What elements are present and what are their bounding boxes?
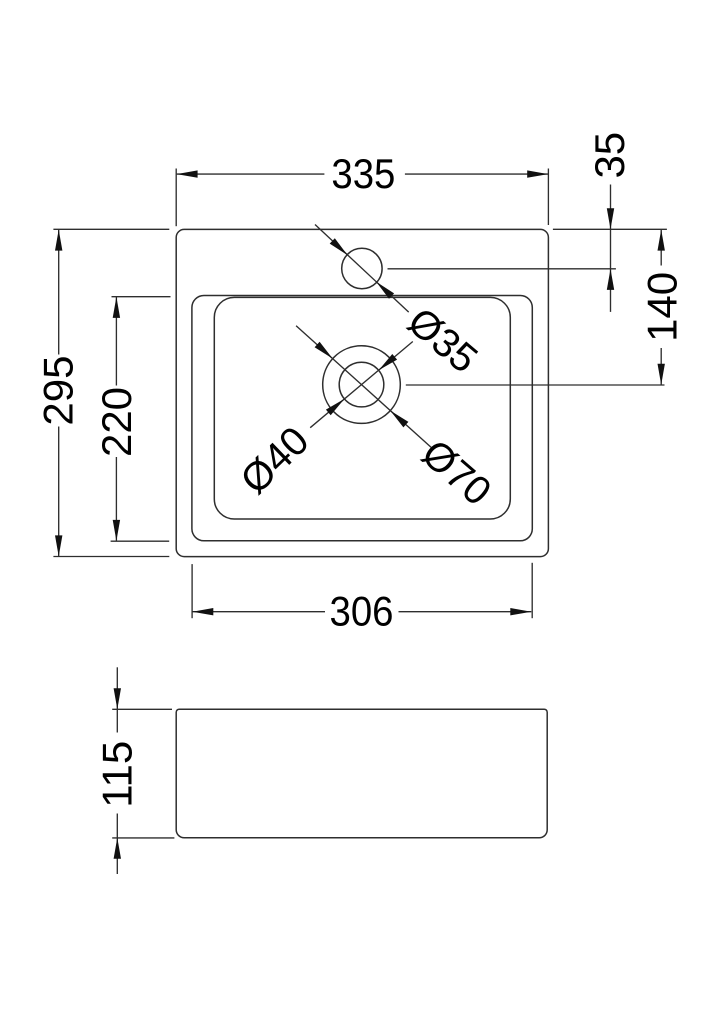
svg-text:220: 220 xyxy=(93,387,140,457)
svg-text:140: 140 xyxy=(638,272,685,342)
svg-text:335: 335 xyxy=(331,150,395,197)
svg-text:35: 35 xyxy=(586,132,633,179)
svg-text:115: 115 xyxy=(94,741,141,808)
svg-text:306: 306 xyxy=(330,588,394,635)
svg-text:295: 295 xyxy=(35,356,82,426)
